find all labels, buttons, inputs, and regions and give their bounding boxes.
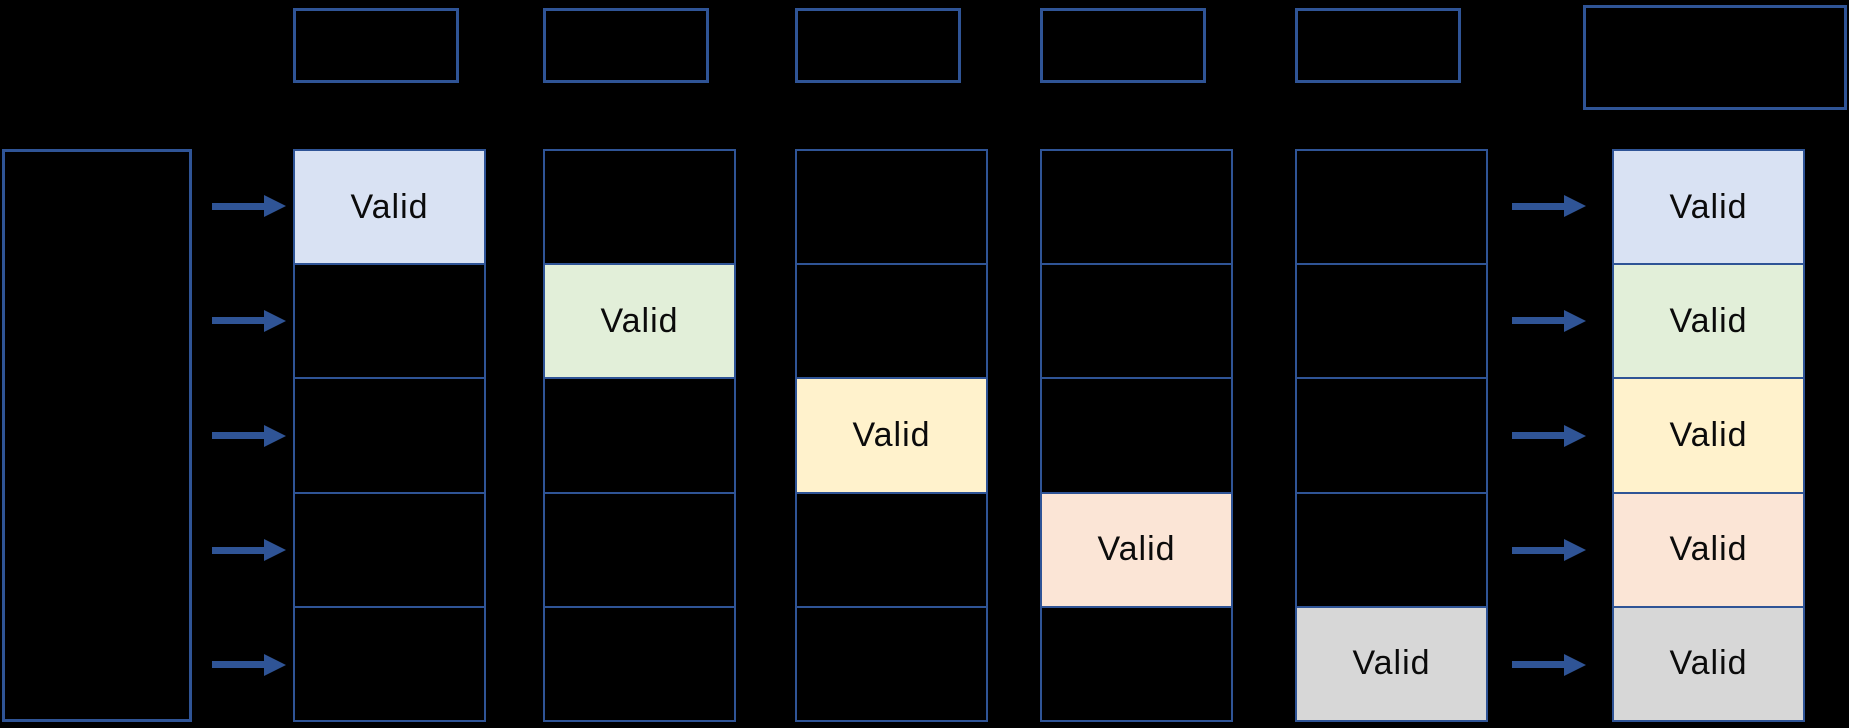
valid-label: Valid xyxy=(1669,530,1748,569)
valid-label: Valid xyxy=(1669,416,1748,454)
column-3-cell-row-4 xyxy=(797,494,986,608)
arrow-right-row-5-stem xyxy=(1512,661,1565,669)
column-2-valid-cell-row-2: Valid xyxy=(545,265,734,380)
top-box-3 xyxy=(795,8,961,83)
arrow-right-row-1-stem xyxy=(1512,202,1565,210)
arrow-left-row-5 xyxy=(212,653,286,676)
arrow-left-row-2-stem xyxy=(212,317,265,325)
column-1-cell-row-5 xyxy=(295,608,484,720)
arrow-right-row-4-stem xyxy=(1512,546,1565,554)
arrow-right-row-3-stem xyxy=(1512,432,1565,439)
column-2-cell-row-4 xyxy=(545,494,734,608)
column-5-cell-row-2 xyxy=(1297,265,1486,380)
arrow-right-row-5-head xyxy=(1564,653,1586,676)
result-column-valid-cell-row-3: Valid xyxy=(1614,379,1803,494)
arrow-left-row-2-head xyxy=(264,309,286,332)
column-1-valid-cell-row-1: Valid xyxy=(295,151,484,266)
column-4-cell-row-5 xyxy=(1042,608,1231,720)
arrow-left-row-3-stem xyxy=(212,432,265,439)
valid-label: Valid xyxy=(600,301,679,340)
top-box-5 xyxy=(1295,8,1461,83)
column-2-cell-row-3 xyxy=(545,379,734,494)
result-column-valid-cell-row-2: Valid xyxy=(1614,265,1803,380)
arrow-right-row-2-head xyxy=(1564,309,1586,332)
column-3-cell-row-1 xyxy=(797,151,986,266)
arrow-left-row-5-head xyxy=(264,653,286,676)
top-box-1 xyxy=(293,8,459,83)
column-1-cell-row-4 xyxy=(295,494,484,608)
arrow-left-row-2 xyxy=(212,309,286,332)
arrow-left-row-4-head xyxy=(264,539,286,562)
column-2-cell-row-1 xyxy=(545,151,734,266)
arrow-left-row-3 xyxy=(212,424,286,447)
column-1-cell-row-3 xyxy=(295,379,484,494)
arrow-left-row-4 xyxy=(212,539,286,562)
column-4: Valid xyxy=(1040,149,1233,722)
top-box-4 xyxy=(1040,8,1206,83)
column-3-cell-row-2 xyxy=(797,265,986,380)
arrow-left-row-3-head xyxy=(264,424,286,447)
source-box xyxy=(2,149,192,722)
valid-label: Valid xyxy=(1669,301,1748,340)
arrow-left-row-1 xyxy=(212,195,286,218)
column-3-valid-cell-row-3: Valid xyxy=(797,379,986,494)
valid-label: Valid xyxy=(1097,530,1176,569)
arrow-right-row-4 xyxy=(1512,539,1586,562)
top-box-2 xyxy=(543,8,709,83)
column-4-cell-row-3 xyxy=(1042,379,1231,494)
arrow-right-row-1 xyxy=(1512,195,1586,218)
arrow-left-row-4-stem xyxy=(212,546,265,554)
header-box xyxy=(1583,5,1847,110)
arrow-left-row-5-stem xyxy=(212,661,265,669)
valid-label: Valid xyxy=(1669,644,1748,683)
valid-label: Valid xyxy=(852,416,931,454)
column-3-cell-row-5 xyxy=(797,608,986,720)
column-4-valid-cell-row-4: Valid xyxy=(1042,493,1231,608)
arrow-left-row-1-head xyxy=(264,195,286,218)
arrow-right-row-3-head xyxy=(1564,424,1586,447)
result-column-valid-cell-row-5: Valid xyxy=(1614,607,1803,721)
result-column-valid-cell-row-4: Valid xyxy=(1614,493,1803,608)
column-5-cell-row-3 xyxy=(1297,379,1486,494)
column-5-valid-cell-row-5: Valid xyxy=(1297,607,1486,721)
column-2: Valid xyxy=(543,149,736,722)
column-5-cell-row-4 xyxy=(1297,494,1486,608)
arrow-right-row-2-stem xyxy=(1512,317,1565,325)
valid-label: Valid xyxy=(1352,644,1431,683)
column-5: Valid xyxy=(1295,149,1488,722)
column-5-cell-row-1 xyxy=(1297,151,1486,266)
valid-label: Valid xyxy=(350,187,429,226)
column-4-cell-row-2 xyxy=(1042,265,1231,380)
arrow-right-row-1-head xyxy=(1564,195,1586,218)
result-column-valid-cell-row-1: Valid xyxy=(1614,151,1803,266)
column-1-cell-row-2 xyxy=(295,265,484,380)
arrow-right-row-2 xyxy=(1512,309,1586,332)
column-4-cell-row-1 xyxy=(1042,151,1231,266)
column-1: Valid xyxy=(293,149,486,722)
arrow-right-row-5 xyxy=(1512,653,1586,676)
arrow-right-row-4-head xyxy=(1564,539,1586,562)
column-3: Valid xyxy=(795,149,988,722)
column-2-cell-row-5 xyxy=(545,608,734,720)
arrow-right-row-3 xyxy=(1512,424,1586,447)
arrow-left-row-1-stem xyxy=(212,202,265,210)
valid-label: Valid xyxy=(1669,187,1748,226)
